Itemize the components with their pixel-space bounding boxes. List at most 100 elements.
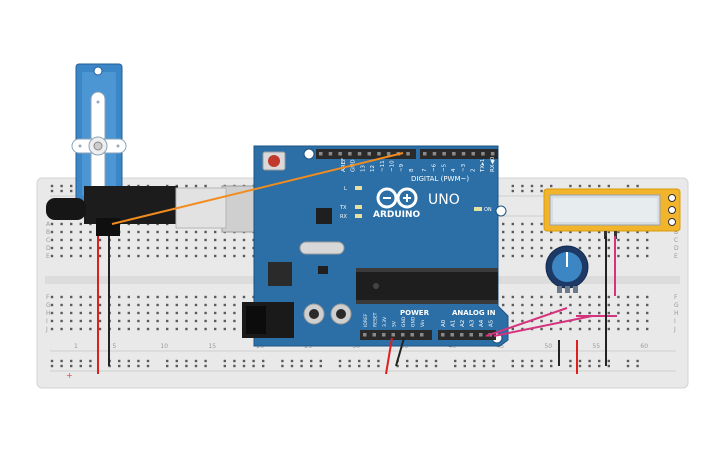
arduino-logo xyxy=(376,187,418,209)
pin-hole[interactable] xyxy=(432,152,437,156)
column-number: 10 xyxy=(160,343,168,350)
pin-label: ~6 xyxy=(432,163,438,172)
led-l-label: L xyxy=(344,186,347,192)
column-number: 60 xyxy=(640,343,648,350)
lcd-module[interactable] xyxy=(543,188,681,239)
voltage-regulator xyxy=(268,262,292,286)
pin-hole[interactable] xyxy=(471,152,476,156)
pin-hole[interactable] xyxy=(460,333,464,337)
led-l xyxy=(355,186,362,190)
column-number: 1 xyxy=(74,343,78,350)
power-pin-header[interactable] xyxy=(360,330,432,340)
pin-label: 4 xyxy=(451,168,457,172)
pin-label: GND xyxy=(401,316,407,327)
pin-label: IOREF xyxy=(363,313,369,327)
pin-hole[interactable] xyxy=(441,333,445,337)
wire-analog-pot[interactable] xyxy=(485,307,568,337)
pin-hole[interactable] xyxy=(410,333,415,337)
pin-label: 12 xyxy=(370,165,376,172)
led-tx xyxy=(355,205,362,209)
pin-label: 2 xyxy=(471,169,477,173)
row-letter: C xyxy=(674,237,678,244)
led-on-label: ON xyxy=(484,207,492,213)
pin-label: RESET xyxy=(373,312,379,327)
pin-hole[interactable] xyxy=(452,152,456,156)
servo-horn[interactable] xyxy=(71,91,127,205)
pin-label: ~5 xyxy=(441,163,447,172)
pin-hole[interactable] xyxy=(442,152,446,156)
reset-button[interactable] xyxy=(262,151,286,171)
usb-chip xyxy=(316,208,332,224)
pin-hole[interactable] xyxy=(469,333,474,337)
wire-5v[interactable] xyxy=(385,337,393,375)
pin-hole[interactable] xyxy=(479,333,483,337)
pin-hole[interactable] xyxy=(406,152,410,156)
pin-hole[interactable] xyxy=(363,333,367,337)
row-letter: I xyxy=(46,318,48,325)
pin-hole[interactable] xyxy=(377,152,381,156)
wire-gnd[interactable] xyxy=(395,337,405,367)
wires[interactable] xyxy=(97,152,617,375)
power-label: POWER xyxy=(400,309,430,317)
pin-hole[interactable] xyxy=(490,152,495,156)
small-chip xyxy=(318,266,328,274)
pin-hole[interactable] xyxy=(391,333,396,337)
wire-analog-2[interactable] xyxy=(493,315,593,337)
pin-label: A0 xyxy=(441,319,447,327)
model-label: UNO xyxy=(428,192,460,208)
pin-label: 7 xyxy=(422,168,428,172)
row-letter: E xyxy=(674,253,678,260)
row-letter: B xyxy=(674,229,678,236)
row-letter: J xyxy=(45,326,48,333)
pin-label: A1 xyxy=(451,320,457,327)
digital-pin-header[interactable] xyxy=(316,149,498,159)
servo-motor[interactable] xyxy=(46,63,178,236)
pin-hole[interactable] xyxy=(367,152,372,156)
brand-label: ARDUINO xyxy=(373,210,421,220)
pin-label: GND xyxy=(411,316,417,327)
led-rx-label: RX xyxy=(340,214,347,220)
pin-label: Vin xyxy=(420,320,426,327)
pin-label: A5 xyxy=(489,319,495,327)
row-letter: H xyxy=(46,310,51,317)
led-rx xyxy=(355,214,362,218)
pin-label: 13 xyxy=(360,165,366,172)
digital-label: DIGITAL (PWM~) xyxy=(411,175,469,183)
pin-hole[interactable] xyxy=(348,152,352,156)
pin-hole[interactable] xyxy=(357,152,362,156)
pin-label: AREF xyxy=(341,158,347,172)
crystal-oscillator xyxy=(299,241,345,255)
pin-label: TX▸1 xyxy=(480,159,486,173)
potentiometer[interactable] xyxy=(545,245,589,293)
pin-hole[interactable] xyxy=(420,333,424,337)
pin-hole[interactable] xyxy=(328,152,333,156)
column-number: 55 xyxy=(592,343,600,350)
pin-hole[interactable] xyxy=(386,152,391,156)
pin-hole[interactable] xyxy=(372,333,377,337)
row-letter: I xyxy=(674,318,676,325)
row-letter: B xyxy=(46,229,50,236)
pin-label: A4 xyxy=(479,319,485,327)
pin-hole[interactable] xyxy=(401,333,405,337)
column-number: 50 xyxy=(544,343,552,350)
row-letter: F xyxy=(674,294,678,301)
wire-signal[interactable] xyxy=(111,152,404,225)
column-number: 45 xyxy=(496,343,504,350)
pin-hole[interactable] xyxy=(423,152,427,156)
pin-hole[interactable] xyxy=(450,333,455,337)
pin-hole[interactable] xyxy=(382,333,386,337)
pin-hole[interactable] xyxy=(338,152,342,156)
atmega-chip xyxy=(356,268,498,304)
row-letter: D xyxy=(674,245,679,252)
pin-label: ~9 xyxy=(399,163,405,172)
row-letter: C xyxy=(46,237,50,244)
row-letter: G xyxy=(674,302,679,309)
pin-hole[interactable] xyxy=(481,152,485,156)
pin-hole[interactable] xyxy=(319,152,323,156)
pin-hole[interactable] xyxy=(461,152,466,156)
row-letter: E xyxy=(46,253,50,260)
row-letter: D xyxy=(46,245,51,252)
column-number: 5 xyxy=(112,343,116,350)
breadboard-row-letters: AABBCCDDEEFFGGHHIIJJ xyxy=(45,221,679,333)
